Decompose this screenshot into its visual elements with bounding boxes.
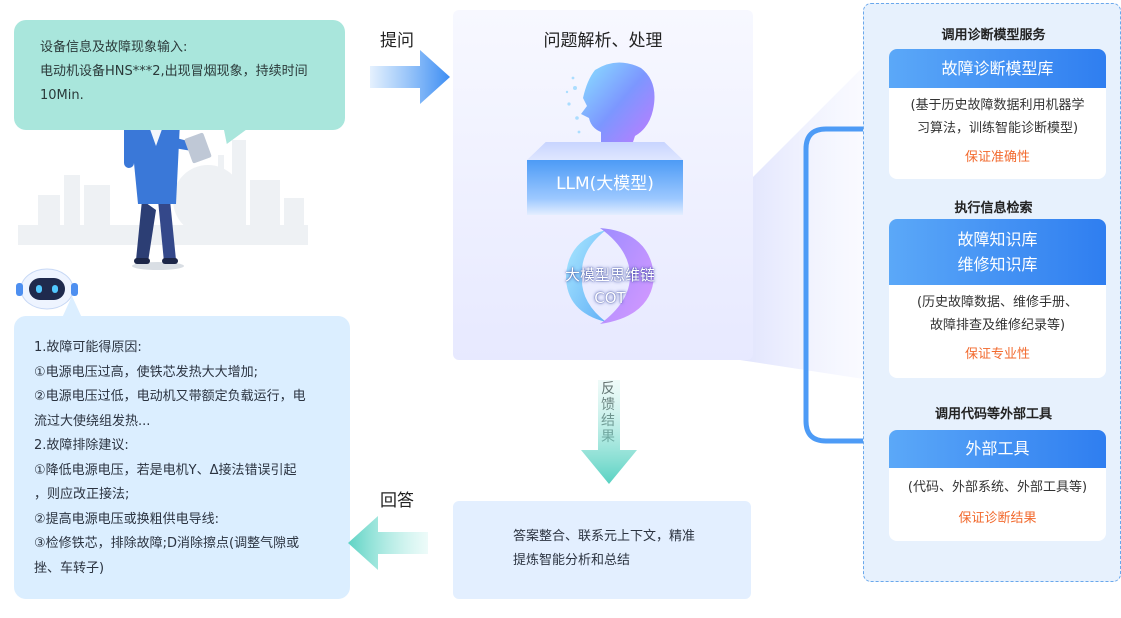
- cot-label: 大模型思维链 COT: [564, 266, 655, 307]
- answer-line: 2.故障排除建议:: [34, 438, 129, 453]
- question-line: 10Min.: [40, 88, 84, 103]
- question-bubble: 设备信息及故障现象输入: 电动机设备HNS***2,出现冒烟现象，持续时间 10…: [14, 20, 345, 130]
- cot-icon: [566, 228, 654, 324]
- answer-line: ②电源电压过低，电动机又带额定负载运行，电: [34, 389, 306, 404]
- summary-line: 提炼智能分析和总结: [513, 553, 631, 568]
- answer-line: ②提高电源电压或换粗供电导线:: [34, 511, 220, 527]
- answer-bubble: 1.故障可能得原因: ①电源电压过高，使铁芯发热大大增加; ②电源电压过低，电动…: [14, 316, 350, 599]
- card-foot: 保证诊断结果: [958, 511, 1037, 526]
- process-title: 问题解析、处理: [543, 31, 663, 51]
- card-desc: (基于历史故障数据利用机器学 习算法，训练智能诊断模型): [910, 98, 1085, 136]
- answer-line: ①电源电压过高，使铁芯发热大大增加;: [34, 364, 259, 380]
- answer-line: 1.故障可能得原因:: [34, 340, 142, 355]
- question-line: 设备信息及故障现象输入:: [40, 40, 188, 55]
- card-foot: 保证专业性: [964, 347, 1030, 362]
- card-desc: (历史故障数据、维修手册、 故障排查及维修纪录等): [916, 295, 1079, 333]
- card-desc: (代码、外部系统、外部工具等): [907, 480, 1088, 495]
- question-line: 电动机设备HNS***2,出现冒烟现象，持续时间: [40, 64, 308, 79]
- card-knowledge-base: 故障知识库 维修知识库 (历史故障数据、维修手册、 故障排查及维修纪录等) 保证…: [889, 219, 1106, 378]
- card-head: 故障诊断模型库: [889, 49, 1106, 88]
- answer-line: ①降低电源电压，若是电机Y、Δ接法错误引起: [34, 462, 297, 478]
- answer-bubble-tail: [62, 296, 82, 318]
- answer-line: 挫、车转子): [34, 560, 105, 576]
- worker-illustration: [18, 87, 308, 270]
- reply-label: 回答: [380, 491, 414, 511]
- ai-head-icon: [565, 62, 655, 148]
- ask-label: 提问: [380, 31, 414, 51]
- reply-arrow-icon: [348, 516, 428, 570]
- card-external-tools: 外部工具 (代码、外部系统、外部工具等) 保证诊断结果: [889, 430, 1106, 541]
- card-head: 外部工具: [889, 430, 1106, 468]
- answer-line: 流过大使绕组发热...: [34, 413, 151, 429]
- feedback-arrow-icon: [581, 380, 637, 484]
- robot-icon: [16, 268, 78, 310]
- section-title-tools: 调用代码等外部工具: [934, 407, 1052, 422]
- llm-box: LLM(大模型): [527, 160, 683, 215]
- answer-line: ，则应改正接法;: [34, 487, 130, 502]
- summary-line: 答案整合、联系元上下文，精准: [513, 529, 696, 544]
- card-foot: 保证准确性: [964, 150, 1030, 165]
- section-title-retrieval: 执行信息检索: [954, 201, 1033, 216]
- section-title-diagnosis: 调用诊断模型服务: [941, 28, 1046, 43]
- answer-line: ③检修铁芯，排除故障;D消除擦点(调整气隙或: [34, 536, 300, 551]
- ask-arrow-icon: [370, 50, 450, 104]
- summary-box: 答案整合、联系元上下文，精准 提炼智能分析和总结: [453, 501, 751, 599]
- llm-box-top: [527, 142, 683, 160]
- card-diagnosis-model: 故障诊断模型库 (基于历史故障数据利用机器学 习算法，训练智能诊断模型) 保证准…: [889, 49, 1106, 179]
- card-head: 故障知识库 维修知识库: [889, 219, 1106, 285]
